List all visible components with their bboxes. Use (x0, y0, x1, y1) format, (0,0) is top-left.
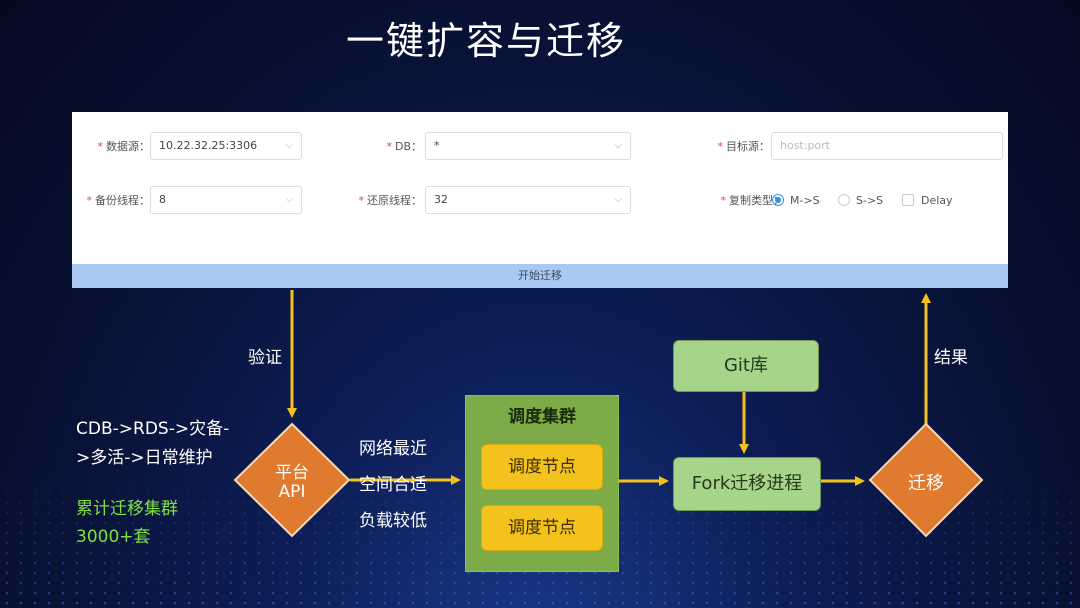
backup-threads-select[interactable]: 8⌵ (150, 186, 302, 214)
migrate-label: 迁移 (908, 473, 944, 494)
platform-api-label-2: API (278, 482, 306, 502)
platform-api-diamond (233, 422, 351, 538)
routing-text-2: 空间合适 (359, 475, 427, 495)
datasource-select[interactable]: 10.22.32.25:3306⌵ (150, 132, 302, 160)
chevron-down-icon: ⌵ (614, 194, 622, 205)
scheduling-cluster: 调度集群 调度节点 调度节点 (465, 395, 619, 572)
chevron-down-icon: ⌵ (285, 140, 293, 151)
cumulative-text-2: 3000+套 (76, 527, 151, 547)
restore-threads-select[interactable]: 32⌵ (425, 186, 631, 214)
radio-s-s[interactable] (838, 194, 850, 206)
page-title: 一键扩容与迁移 (346, 19, 627, 63)
datasource-label: *数据源： (97, 140, 151, 153)
platform-api-label-1: 平台 (275, 463, 309, 483)
form-row-1: *数据源： 10.22.32.25:3306⌵ *DB： *⌵ *目标源： ho… (72, 132, 1008, 166)
scenario-text-2: >多活->日常维护 (76, 448, 213, 468)
restore-threads-label: *还原线程： (358, 194, 423, 207)
radio-m-s-label: M->S (790, 194, 820, 207)
routing-text-3: 负载较低 (359, 511, 427, 531)
cluster-title: 调度集群 (508, 407, 576, 427)
radio-m-s[interactable] (772, 194, 784, 206)
delay-label: Delay (921, 194, 953, 207)
chevron-down-icon: ⌵ (285, 194, 293, 205)
target-label: *目标源： (717, 140, 771, 153)
backup-threads-label: *备份线程： (86, 194, 151, 207)
fork-process-box: Fork迁移进程 (673, 457, 821, 511)
db-label: *DB： (386, 140, 422, 153)
scheduling-node-2: 调度节点 (481, 505, 603, 551)
git-repo-box: Git库 (673, 340, 819, 392)
target-input[interactable]: host:port (771, 132, 1003, 160)
form-row-2: *备份线程： 8⌵ *还原线程： 32⌵ *复制类型： M->S S->S De… (72, 186, 1008, 220)
cumulative-text-1: 累计迁移集群 (76, 499, 178, 519)
validate-label: 验证 (248, 348, 282, 368)
routing-text-1: 网络最近 (359, 439, 427, 459)
migration-form: *数据源： 10.22.32.25:3306⌵ *DB： *⌵ *目标源： ho… (72, 112, 1008, 288)
result-label: 结果 (934, 348, 968, 368)
db-select[interactable]: *⌵ (425, 132, 631, 160)
chevron-down-icon: ⌵ (614, 140, 622, 151)
scheduling-node-1: 调度节点 (481, 444, 603, 490)
scenario-text-1: CDB->RDS->灾备- (76, 419, 230, 439)
start-migration-button[interactable]: 开始迁移 (72, 264, 1008, 288)
delay-checkbox[interactable] (902, 194, 914, 206)
migrate-diamond (868, 422, 984, 538)
radio-s-s-label: S->S (856, 194, 884, 207)
replication-type-label: *复制类型： (720, 194, 785, 207)
